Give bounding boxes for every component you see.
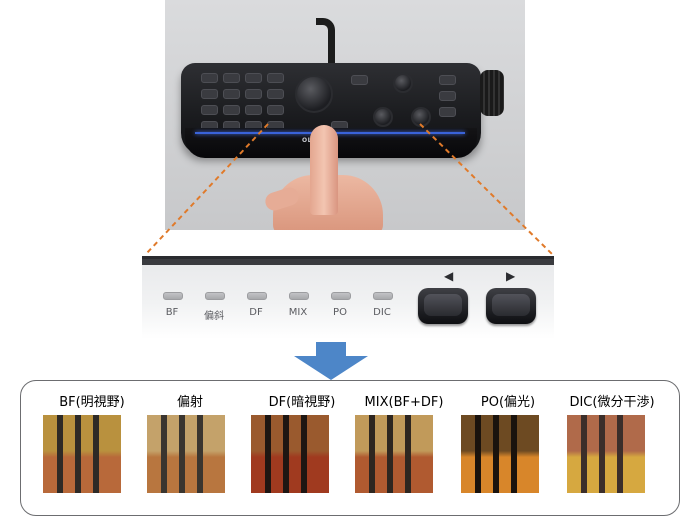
sample-image	[251, 415, 329, 493]
product-photo: OLYMPUS	[165, 0, 525, 230]
small-knob	[411, 107, 431, 127]
sample-image	[461, 415, 539, 493]
mode-title: MIX(BF+DF)	[364, 395, 444, 410]
indicator-led-bf	[163, 292, 183, 300]
indicator-led-dic	[373, 292, 393, 300]
mode-oblique: 偏射	[135, 393, 245, 413]
indicator-label-dic: DIC	[373, 307, 391, 318]
indicator-label-bf: BF	[165, 307, 179, 318]
sample-stripe	[387, 415, 393, 493]
unit-button	[245, 105, 262, 115]
unit-button	[439, 91, 456, 101]
mode-title: DIC(微分干渉)	[569, 395, 655, 410]
sample-stripe	[493, 415, 499, 493]
unit-button	[245, 89, 262, 99]
zoomed-panel: BF 偏斜 DF MIX PO DIC ◀ ▶	[142, 256, 554, 339]
unit-button	[223, 89, 240, 99]
sample-stripe	[511, 415, 517, 493]
unit-button	[439, 107, 456, 117]
unit-button	[201, 89, 218, 99]
unit-button	[201, 73, 218, 83]
unit-button	[439, 75, 456, 85]
sample-image	[355, 415, 433, 493]
indicator-label-oblique: 偏斜	[204, 311, 224, 322]
unit-button	[351, 75, 368, 85]
cable	[316, 18, 335, 85]
sample-stripe	[75, 415, 81, 493]
unit-button	[267, 105, 284, 115]
unit-button	[223, 105, 240, 115]
pointing-finger	[310, 125, 338, 215]
indicator-led-df	[247, 292, 267, 300]
sample-image	[43, 415, 121, 493]
indicator-label-mix: MIX	[288, 307, 308, 318]
unit-button	[201, 105, 218, 115]
sample-stripe	[581, 415, 587, 493]
observation-comparison: BF(明視野) 偏射 DF(暗視野) MIX(BF+DF) PO(偏光) DIC…	[20, 380, 680, 516]
sample-image	[567, 415, 645, 493]
unit-button	[223, 73, 240, 83]
sample-stripe	[369, 415, 375, 493]
unit-button	[245, 73, 262, 83]
sample-stripe	[57, 415, 63, 493]
left-arrow-icon: ◀	[444, 269, 454, 283]
indicator-label-po: PO	[333, 307, 347, 318]
indicator-label-df: DF	[249, 307, 263, 318]
mode-title: DF(暗視野)	[268, 395, 336, 410]
sample-stripe	[301, 415, 307, 493]
mode-po: PO(偏光)	[453, 393, 563, 413]
indicator-led-po	[331, 292, 351, 300]
sample-stripe	[179, 415, 185, 493]
sample-stripe	[93, 415, 99, 493]
sample-stripe	[197, 415, 203, 493]
side-wheel	[480, 70, 504, 116]
dial-knob	[295, 75, 333, 113]
sample-stripe	[617, 415, 623, 493]
panel-top-edge	[142, 259, 554, 265]
indicator-led-mix	[289, 292, 309, 300]
unit-button	[267, 73, 284, 83]
mode-mix: MIX(BF+DF)	[349, 393, 459, 413]
mode-title: PO(偏光)	[480, 395, 536, 410]
sample-stripe	[475, 415, 481, 493]
mode-title: BF(明視野)	[59, 395, 125, 410]
next-mode-button[interactable]	[486, 288, 536, 324]
mode-df: DF(暗視野)	[247, 393, 357, 413]
right-arrow-icon: ▶	[506, 269, 516, 283]
sample-image	[147, 415, 225, 493]
sample-stripe	[161, 415, 167, 493]
small-knob	[373, 107, 393, 127]
sample-stripe	[283, 415, 289, 493]
mode-title: 偏射	[176, 395, 203, 410]
mode-dic: DIC(微分干渉)	[557, 393, 667, 413]
sample-stripe	[599, 415, 605, 493]
sample-stripe	[405, 415, 411, 493]
unit-button	[267, 89, 284, 99]
down-arrow-icon	[294, 342, 368, 380]
sample-stripe	[265, 415, 271, 493]
prev-mode-button[interactable]	[418, 288, 468, 324]
mode-bf: BF(明視野)	[37, 393, 147, 413]
joystick-knob	[393, 73, 413, 93]
indicator-led-oblique	[205, 292, 225, 300]
